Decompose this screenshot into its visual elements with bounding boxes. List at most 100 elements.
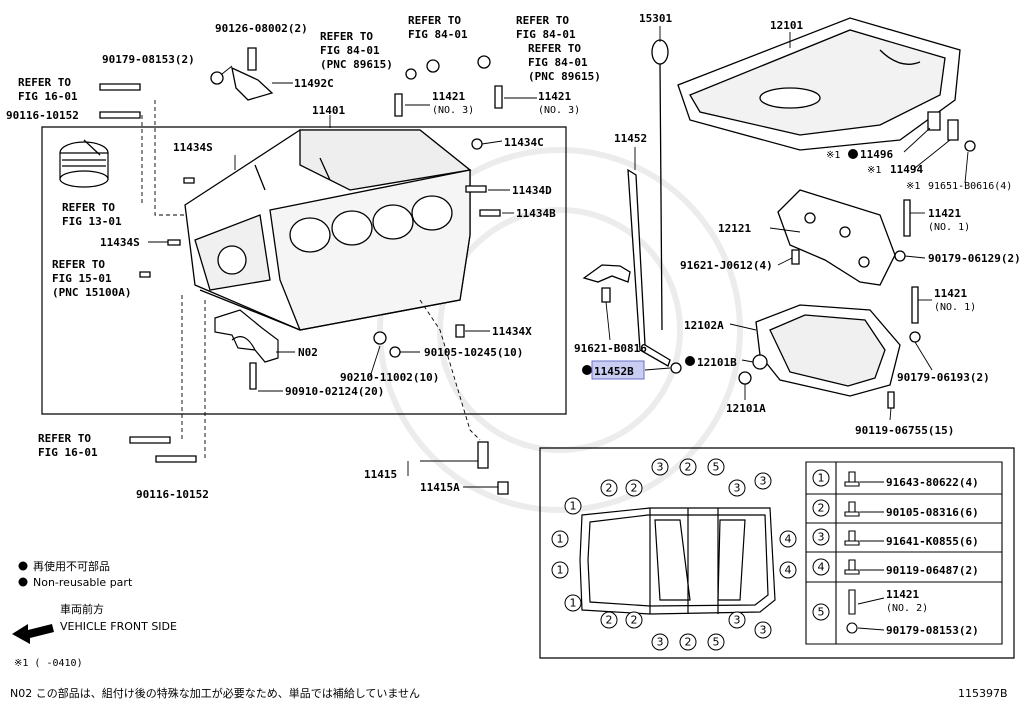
label-90116-10152-bot: 90116-10152	[136, 488, 209, 501]
label-90119-06755: 90119-06755(15)	[855, 424, 954, 437]
callout-circle-three	[755, 622, 771, 638]
callout-circle-two	[680, 459, 696, 475]
label-refer-fig84-b-line1: REFER TO	[408, 14, 461, 27]
label-91651-B0616: 91651-B0616(4)	[928, 181, 1012, 192]
table-num-3: 3	[818, 531, 825, 544]
figure-id: 115397B	[958, 687, 1008, 700]
label-90179-06129: 90179-06129(2)	[928, 252, 1021, 265]
leader-lines	[142, 100, 480, 460]
vehicle-front-arrow-icon	[12, 624, 54, 644]
label-refer-fig84-d-line2: FIG 84-01	[528, 56, 588, 69]
label-11452: 11452	[614, 132, 647, 145]
callout-number-five: 5	[713, 636, 720, 649]
label-15301: 15301	[639, 12, 672, 25]
callout-number-two: 2	[606, 482, 613, 495]
cylinder-block-drawing	[185, 130, 470, 330]
callout-number-one: 1	[557, 533, 564, 546]
callout-number-three: 3	[760, 475, 767, 488]
label-11494: 11494	[890, 163, 923, 176]
nonreusable-dot-12101B	[685, 356, 695, 366]
table-part-3: 91641-K0855(6)	[886, 535, 979, 548]
label-11421-no3-a-sub: (NO. 3)	[432, 105, 474, 116]
callout-number-four: 4	[785, 564, 792, 577]
table-num-5: 5	[818, 606, 825, 619]
callout-number-two: 2	[685, 461, 692, 474]
label-refer-fig15-line1: REFER TO	[52, 258, 105, 271]
label-11496: 11496	[860, 148, 893, 161]
callout-circle-four	[780, 562, 796, 578]
callout-circle-one	[552, 531, 568, 547]
nonreusable-dot-11452B	[582, 365, 592, 375]
dipstick-leaders	[606, 26, 670, 370]
callout-circle-two	[601, 612, 617, 628]
engine-block-frame	[42, 127, 566, 414]
label-12101B: 12101B	[697, 356, 737, 369]
label-refer-fig13-line1: REFER TO	[62, 201, 115, 214]
bolt-table-circles	[813, 470, 829, 620]
label-12101: 12101	[770, 19, 803, 32]
table-part-4: 90119-06487(2)	[886, 564, 979, 577]
callout-circle-three	[755, 473, 771, 489]
label-11434X: 11434X	[492, 325, 532, 338]
label-11421-no1-b-sub: (NO. 1)	[934, 302, 976, 313]
label-90210-11002: 90210-11002(10)	[340, 371, 439, 384]
callout-circle-four	[780, 531, 796, 547]
label-11434S-left: 11434S	[100, 236, 140, 249]
oil-pan-lower-drawing	[739, 287, 920, 408]
label-11421-no1-a: 11421	[928, 207, 961, 220]
label-refer-fig15-line2: FIG 15-01	[52, 272, 112, 285]
label-11421-no3-b: 11421	[538, 90, 571, 103]
legend-nonreusable-jp: 再使用不可部品	[33, 559, 110, 573]
label-11421-no3-a: 11421	[432, 90, 465, 103]
oil-pan-lower-leaders	[730, 300, 932, 420]
label-12121: 12121	[718, 222, 751, 235]
callout-number-two: 2	[631, 614, 638, 627]
piston-drawing	[60, 140, 108, 187]
callout-circle-two	[626, 612, 642, 628]
label-refer-fig84-a-line2: FIG 84-01	[320, 44, 380, 57]
highlight-11452B[interactable]	[592, 361, 644, 379]
callout-circle-three	[729, 612, 745, 628]
bolt-table	[806, 462, 1002, 644]
callout-number-four: 4	[785, 533, 792, 546]
table-part-5: 11421	[886, 588, 919, 601]
label-refer-fig16-bot-line1: REFER TO	[38, 432, 91, 445]
callout-circle-five	[708, 634, 724, 650]
table-part-2: 90105-08316(6)	[886, 506, 979, 519]
callout-circle-three	[652, 459, 668, 475]
bolt-pattern-pan-outline	[580, 508, 775, 614]
label-refer-fig15-line3: (PNC 15100A)	[52, 286, 131, 299]
label-90179-06193: 90179-06193(2)	[897, 371, 990, 384]
label-refer-fig84-d-line1: REFER TO	[528, 42, 581, 55]
label-refer-fig84-b-line2: FIG 84-01	[408, 28, 468, 41]
label-refer-fig16-top-line2: FIG 16-01	[18, 90, 78, 103]
label-refer-fig16-top-line1: REFER TO	[18, 76, 71, 89]
callout-number-one: 1	[557, 564, 564, 577]
label-refer-fig13-line2: FIG 13-01	[62, 215, 122, 228]
label-11434B: 11434B	[516, 207, 556, 220]
label-91621-B0816: 91621-B0816	[574, 342, 647, 355]
bearing-cap-drawing	[215, 310, 278, 362]
studs-and-bolts	[100, 48, 508, 494]
callout-number-three: 3	[760, 624, 767, 637]
label-12102A: 12102A	[684, 319, 724, 332]
label-11415: 11415	[364, 468, 397, 481]
nonreusable-dot-11496	[848, 149, 858, 159]
callout-circle-two	[626, 480, 642, 496]
solid-leaders	[148, 66, 537, 487]
callout-number-two: 2	[685, 636, 692, 649]
legend-note-n02: N02 この部品は、組付け後の特殊な加工が必要なため、単品では補給していません	[10, 686, 420, 700]
label-refer-fig84-a-line3: (PNC 89615)	[320, 58, 393, 71]
callout-number-five: 5	[713, 461, 720, 474]
label-11492C: 11492C	[294, 77, 334, 90]
mark-11496: ※1	[826, 150, 840, 161]
bolt-pattern-frame	[540, 448, 1014, 658]
label-90116-10152-top: 90116-10152	[6, 109, 79, 122]
mark-11494: ※1	[867, 165, 881, 176]
label-11415A: 11415A	[420, 481, 460, 494]
table-num-2: 2	[818, 502, 825, 515]
callout-circle-two	[601, 480, 617, 496]
bolt-table-icons	[845, 472, 859, 633]
label-11452B[interactable]: 11452B	[594, 365, 634, 378]
